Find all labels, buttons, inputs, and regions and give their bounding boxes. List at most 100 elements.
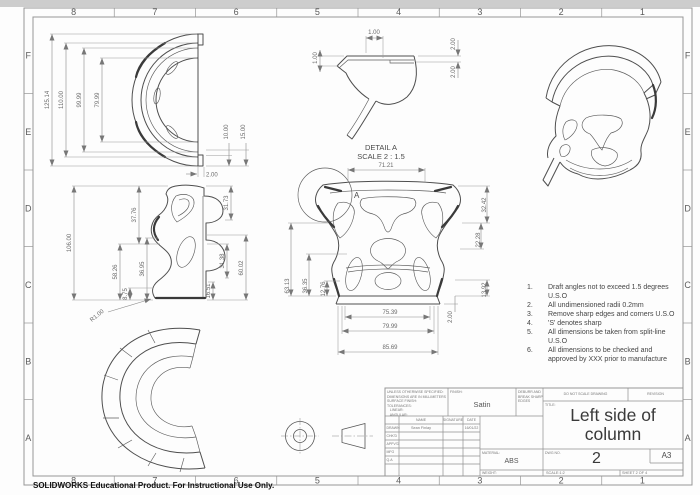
- grid-col-label-bottom: 6: [234, 475, 239, 485]
- dim-label: 85.69: [382, 345, 398, 351]
- tolerance-note: UNLESS OTHERWISE SPECIFIED: DIMENSIONS A…: [387, 390, 446, 417]
- dim-label: 31.38: [220, 253, 226, 269]
- detail-view-scale: SCALE 2 : 1.5: [357, 152, 405, 161]
- grid-row-label-left: D: [25, 203, 32, 213]
- table-header-date: DATE: [466, 417, 477, 422]
- note-item: 5. All dimensions be taken from split-lin…: [527, 328, 683, 346]
- note-number: 2.: [527, 302, 533, 309]
- front-view-dimensions: 71.21 32.42 22.28 13.92 2.00 63.13 36.35…: [285, 163, 490, 355]
- dim-label: 110.00: [59, 90, 65, 109]
- profile-view-drawing: [150, 184, 226, 300]
- title-label: TITLE:: [545, 402, 556, 407]
- note-text: 'S' denotes sharp: [548, 320, 602, 327]
- dim-label: 10.00: [224, 124, 230, 140]
- finish-value: Satin: [473, 399, 491, 409]
- grid-col-label-top: 6: [234, 7, 239, 17]
- detail-view-title: DETAIL A: [365, 143, 397, 152]
- grid-col-label-bottom: 4: [396, 475, 401, 485]
- dwg-no-label: DWG NO.: [545, 450, 561, 455]
- iso-view-drawing: [542, 45, 662, 187]
- finish-label: FINISH:: [450, 390, 463, 394]
- note-number: 1.: [527, 284, 533, 291]
- revision-label: REVISION: [647, 392, 664, 397]
- weight-label: WEIGHT:: [482, 471, 497, 475]
- note-number: 5.: [527, 329, 533, 336]
- drawn-name-value: Sean Finlay: [410, 426, 432, 431]
- drawing-notes: 1.Draft angles not to exceed 1.5 degrees…: [527, 283, 683, 364]
- sheet-text: SHEET 2 OF 4: [622, 471, 648, 476]
- note-text: All dimensions to be checked and approve…: [548, 347, 668, 363]
- dim-label: 71.21: [378, 163, 394, 169]
- dim-label: 36.95: [140, 261, 146, 277]
- grid-col-label-bottom: 7: [152, 475, 157, 485]
- grid-col-label-top: 2: [559, 7, 564, 17]
- drawn-date-value: 16/01/22: [464, 426, 479, 431]
- material-label: MATERIAL:: [482, 450, 501, 455]
- dim-label: 12.76: [321, 281, 327, 297]
- ring-front-view-dimensions: 125.14 110.00 99.99 79.99 10.00 15.00 2.…: [45, 33, 249, 179]
- table-header-name: NAME: [415, 417, 427, 422]
- note-item: 4. 'S' denotes sharp: [527, 319, 683, 328]
- grid-col-label-top: 3: [477, 7, 482, 17]
- grid-row-label-right: D: [684, 203, 691, 213]
- dim-label: 2.00: [206, 173, 218, 179]
- dim-label: 2.00: [448, 311, 454, 323]
- dwg-no-value: 2: [592, 450, 601, 467]
- table-row-label-mfg: MFG: [386, 450, 395, 454]
- dim-label: 36.35: [303, 278, 309, 294]
- dim-label: 37.76: [132, 207, 138, 223]
- note-item: 3. Remove sharp edges and corners U.S.O: [527, 310, 683, 319]
- ring-front-view-drawing: [131, 33, 204, 167]
- grid-col-label-top: 8: [71, 7, 76, 17]
- drawing-title-line2: column: [584, 424, 642, 444]
- note-text: All undimensioned radii 0.2mm: [548, 302, 644, 309]
- grid-row-label-left: A: [25, 433, 31, 443]
- detail-a-view-drawing: [336, 55, 417, 140]
- dim-label: R1.00: [89, 308, 106, 323]
- table-row-label-qa: Q.A: [386, 458, 393, 462]
- grid-row-label-left: F: [26, 50, 32, 60]
- grid-row-label-right: C: [684, 280, 691, 290]
- table-row-label-chkd: CHK'D: [386, 434, 398, 438]
- material-value: ABS: [504, 458, 519, 465]
- dim-label: 79.99: [382, 324, 398, 330]
- scale-text: SCALE:1:2: [546, 471, 565, 476]
- table-row-label-appvd: APPV'D: [386, 442, 400, 446]
- drawing-title-line1: Left side of: [570, 405, 656, 425]
- profile-view-dimensions: 106.00 37.76 58.26 36.95 8.75 R1.00 31.7…: [67, 185, 249, 324]
- detail-a-view-dimensions: 1.00 1.00 2.00 2.00 DETAIL A SCALE 2 : 1…: [313, 30, 461, 161]
- table-row-label-drawn: DRAWN: [386, 426, 400, 430]
- grid-col-label-top: 4: [396, 7, 401, 17]
- note-number: 4.: [527, 320, 533, 327]
- projection-symbol: [281, 418, 373, 454]
- dim-label: 2.00: [451, 66, 457, 78]
- note-item: 2. All undimensioned radii 0.2mm: [527, 301, 683, 310]
- grid-col-label-top: 5: [315, 7, 320, 17]
- grid-col-label-bottom: 3: [477, 475, 482, 485]
- grid-row-label-right: A: [685, 433, 691, 443]
- note-item: 6. All dimensions to be checked and appro…: [527, 346, 683, 364]
- dim-label: 125.14: [45, 90, 51, 109]
- dim-label: 13.92: [482, 282, 488, 298]
- note-text: Remove sharp edges and corners U.S.O: [548, 311, 675, 318]
- grid-row-label-right: E: [685, 127, 691, 137]
- dim-label: 1.00: [313, 52, 319, 64]
- grid-row-label-right: F: [685, 50, 691, 60]
- sheet-size: A3: [661, 450, 672, 460]
- dim-label: 1.00: [368, 30, 380, 36]
- note-number: 3.: [527, 311, 533, 318]
- window-top-strip: [0, 0, 700, 7]
- grid-row-label-left: C: [25, 280, 32, 290]
- dim-label: 16.51: [206, 283, 212, 299]
- grid-col-label-top: 7: [152, 7, 157, 17]
- drawing-title: Left side of column: [543, 406, 683, 444]
- note-text: All dimensions be taken from split-line …: [548, 329, 666, 345]
- grid-col-label-bottom: 5: [315, 475, 320, 485]
- dim-label: 58.26: [113, 264, 119, 280]
- note-number: 6.: [527, 347, 533, 354]
- grid-row-label-right: B: [685, 356, 691, 366]
- grid-col-label-bottom: 1: [640, 475, 645, 485]
- note-item: 1.Draft angles not to exceed 1.5 degrees…: [527, 283, 683, 301]
